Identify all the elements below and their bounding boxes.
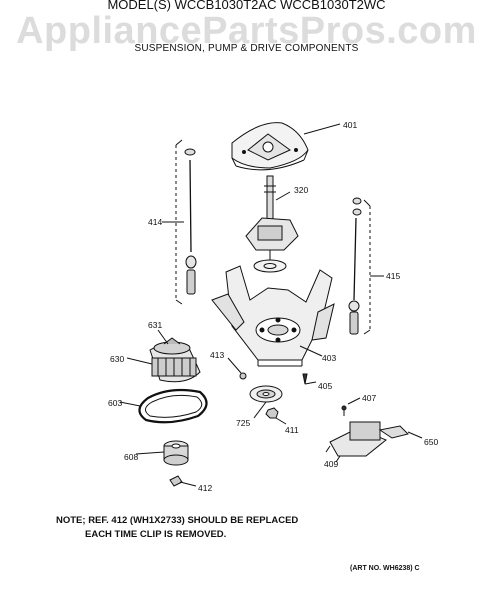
- callout-411: 411: [285, 425, 299, 435]
- part-320-transmission: [245, 175, 299, 273]
- callout-407: 407: [362, 393, 377, 403]
- callout-631: 631: [148, 320, 163, 330]
- part-412-clip: [169, 475, 197, 487]
- diagram-title: MODEL(S) WCCB1030T2AC WCCB1030T2WC: [107, 0, 386, 12]
- part-725-seal: [249, 385, 283, 419]
- part-415-suspension-rod: [348, 197, 384, 335]
- art-number: (ART NO. WH6238) C: [350, 565, 420, 572]
- note-line-1: NOTE; REF. 412 (WH1X2733) SHOULD BE REPL…: [56, 515, 299, 526]
- watermark: AppliancePartsPros.com: [16, 10, 477, 52]
- part-608-pulley: [135, 440, 189, 466]
- callout-608: 608: [124, 452, 139, 462]
- part-411-nut: [265, 407, 287, 425]
- part-414-suspension-rod: [162, 139, 197, 305]
- callout-603: 603: [108, 398, 123, 408]
- callout-650: 650: [424, 437, 439, 447]
- callout-413: 413: [210, 350, 225, 360]
- callout-630: 630: [110, 354, 125, 364]
- callout-320: 320: [294, 185, 309, 195]
- callout-414: 414: [148, 217, 163, 227]
- part-650-pump-bracket: [325, 421, 423, 463]
- part-401-cover: [231, 122, 341, 171]
- part-603-drive-belt: [119, 388, 208, 424]
- callout-409: 409: [324, 459, 339, 469]
- part-403-base-frame: [211, 265, 335, 367]
- callout-415: 415: [386, 271, 401, 281]
- callout-401: 401: [343, 120, 358, 130]
- callout-405: 405: [318, 381, 333, 391]
- fasteners: [227, 357, 361, 416]
- part-630-motor: [126, 329, 201, 383]
- callout-412: 412: [198, 483, 213, 493]
- callout-403: 403: [322, 353, 337, 363]
- diagram-subtitle: SUSPENSION, PUMP & DRIVE COMPONENTS: [134, 43, 359, 54]
- callout-725: 725: [236, 418, 251, 428]
- note-line-2: EACH TIME CLIP IS REMOVED.: [85, 529, 227, 540]
